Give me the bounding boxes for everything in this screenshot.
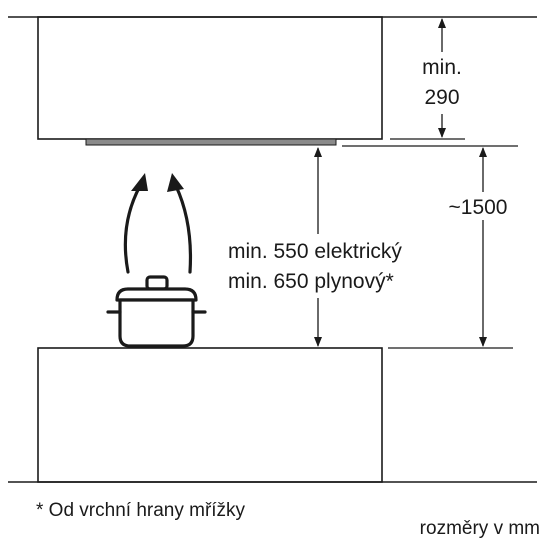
- lower-cabinet: [37, 347, 383, 483]
- cooking-pot-icon: [106, 275, 207, 348]
- top-clearance-label-bg: [418, 52, 468, 114]
- steam-arrow-left: [123, 184, 142, 274]
- top-clearance-label-line1: min.: [422, 56, 462, 79]
- hood-panel: [85, 138, 337, 146]
- hob-distance-label-line1: min. 550 elektrický: [228, 240, 402, 263]
- total-height-label: ~1500: [449, 196, 508, 219]
- units-note: rozměry v mm: [420, 518, 540, 539]
- steam-arrow-right-head: [167, 173, 184, 192]
- hob-distance-label-bg: [224, 234, 432, 298]
- steam-arrow-left-head: [131, 173, 148, 191]
- top-clearance-label-line2: 290: [424, 86, 459, 109]
- total-height-label-bg: [440, 192, 520, 220]
- steam-arrow-right: [174, 184, 193, 274]
- footnote: * Od vrchní hrany mřížky: [36, 500, 246, 521]
- hob-distance-label-line2: min. 650 plynový*: [228, 270, 394, 293]
- upper-cabinet: [37, 16, 383, 140]
